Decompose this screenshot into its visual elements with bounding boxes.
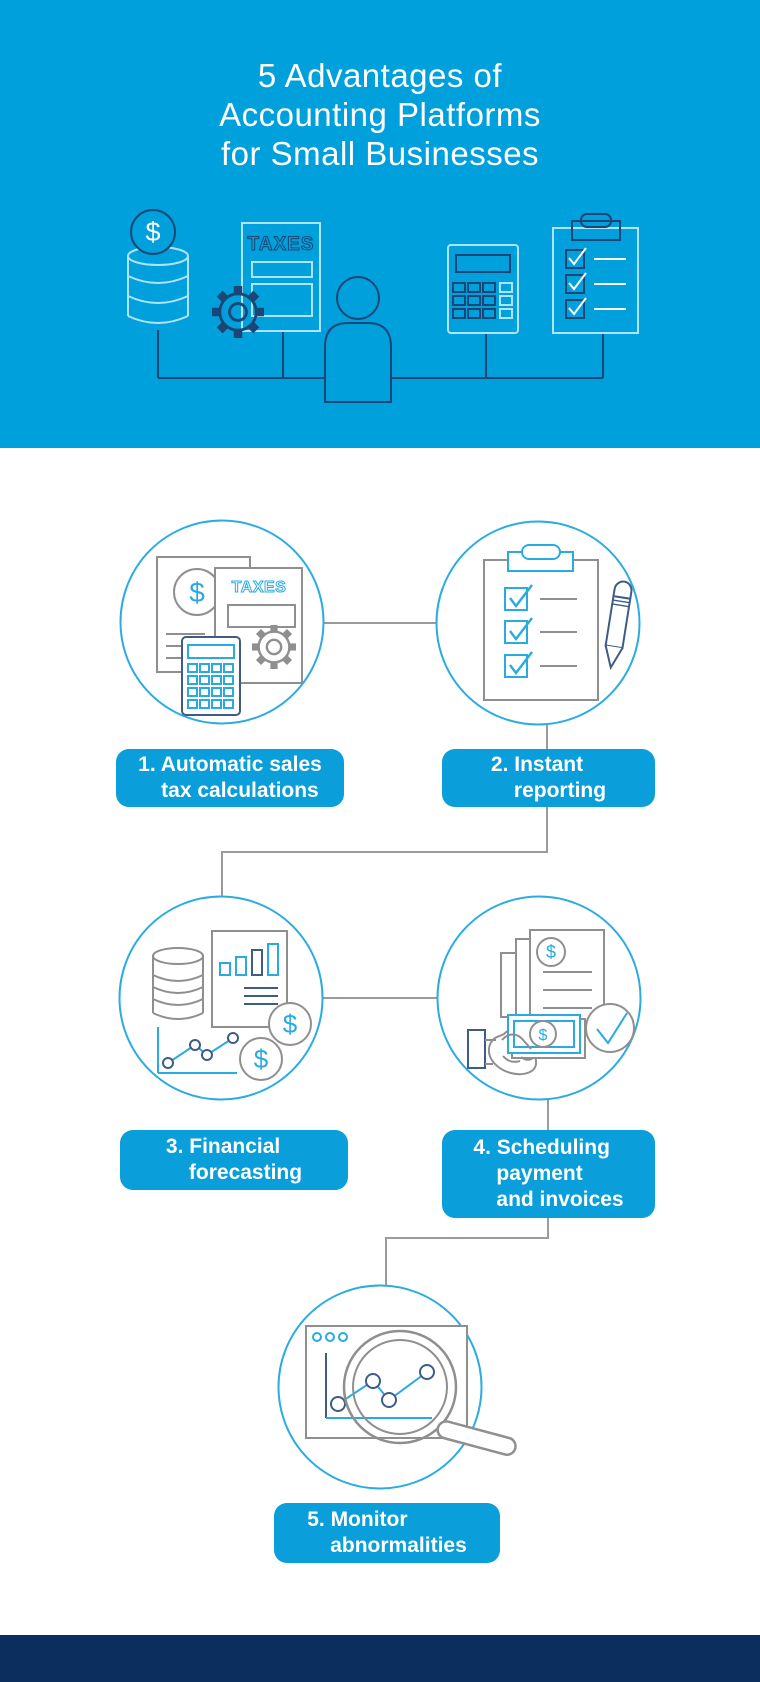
hand-with-banknote-icon: $ (467, 1014, 586, 1076)
label-text: 5. Monitor (307, 1508, 408, 1531)
title-line: for Small Businesses (220, 135, 540, 172)
svg-text:$: $ (546, 942, 556, 962)
header-band: 5 Advantages of Accounting Platforms for… (0, 0, 760, 448)
bar-chart-icon (219, 943, 279, 976)
svg-text:$: $ (189, 577, 205, 608)
checklist-clipboard-icon (552, 213, 639, 334)
payments-illustration: $ $ (467, 929, 635, 1076)
sales-tax-illustration: $ TAXES (156, 556, 303, 716)
label-text: 4. Scheduling (473, 1136, 610, 1159)
database-cylinder-icon (152, 947, 204, 1020)
line-chart-icon (325, 1353, 435, 1419)
dollar-coin-icon (268, 1002, 312, 1046)
checkbox-icons (504, 584, 533, 678)
coin-stack-icon: $ (127, 209, 189, 324)
label-text: and invoices (496, 1188, 624, 1211)
advantages-diagram: $ TAXES (118, 519, 642, 1490)
label-text: reporting (513, 779, 607, 802)
advantage-5-label: 5. Monitor abnormalities (274, 1503, 500, 1563)
dollar-coin-icon (239, 1037, 283, 1081)
svg-text:$: $ (145, 217, 160, 247)
check-circle-icon (585, 1003, 635, 1053)
label-text: 1. Automatic sales (138, 753, 322, 776)
magnifying-glass-icon (342, 1329, 517, 1456)
svg-text:$: $ (539, 1027, 548, 1044)
header-illustration: $ TAXES (127, 209, 639, 403)
title-line: 5 Advantages of (257, 57, 503, 94)
footer-band (0, 1635, 760, 1682)
label-text: payment (496, 1162, 583, 1185)
person-icon (324, 276, 392, 403)
label-text: tax calculations (161, 779, 319, 802)
monitoring-illustration (305, 1325, 517, 1456)
clipboard-clip-icon (507, 544, 574, 572)
gear-icon (212, 286, 264, 338)
advantage-2-label: 2. Instant reporting (442, 749, 655, 807)
advantage-4-label: 4. Scheduling payment and invoices (442, 1130, 655, 1218)
forecasting-illustration: $ $ (152, 930, 312, 1081)
page-title: 5 Advantages of Accounting Platforms for… (0, 56, 760, 173)
advantage-3-label: 3. Financial forecasting (120, 1130, 348, 1190)
svg-text:$: $ (254, 1044, 269, 1074)
advantage-1-label: 1. Automatic sales tax calculations (116, 749, 344, 807)
title-line: Accounting Platforms (219, 96, 541, 133)
window-dots-icon (312, 1332, 348, 1342)
line-graph-icon (157, 1027, 239, 1074)
pencil-icon (604, 580, 633, 671)
label-text: abnormalities (330, 1534, 467, 1557)
svg-text:$: $ (283, 1009, 298, 1039)
svg-text:TAXES: TAXES (232, 579, 287, 596)
label-text: forecasting (188, 1161, 303, 1184)
tax-document-icon: TAXES (241, 222, 321, 332)
reporting-illustration (483, 544, 633, 701)
dollar-coin-icon (536, 937, 566, 967)
calculator-icon (447, 244, 519, 334)
svg-text:TAXES: TAXES (248, 234, 315, 255)
calculator-icon (181, 636, 241, 716)
label-text: 2. Instant (490, 753, 584, 776)
label-text: 3. Financial (165, 1135, 281, 1158)
